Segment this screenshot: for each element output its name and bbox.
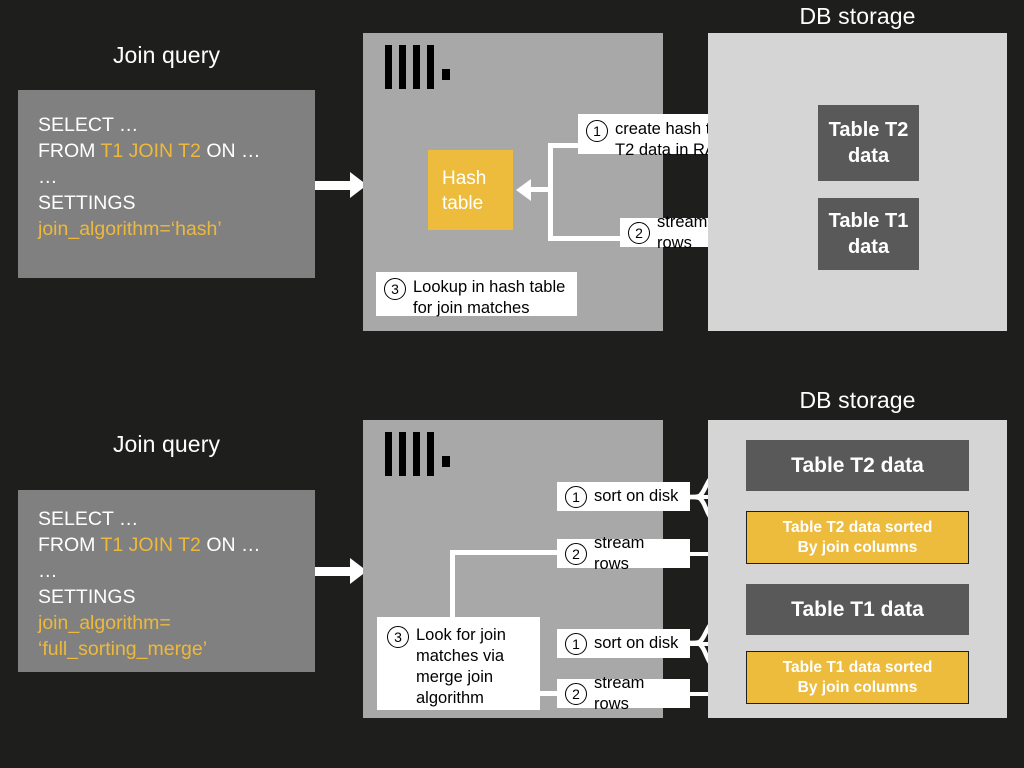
top-connector-vertical: [548, 143, 553, 241]
top-query-line-4: SETTINGS: [38, 192, 136, 214]
top-storage-chip-t1: Table T1 data: [818, 198, 919, 270]
clickhouse-logo-icon: [385, 45, 451, 89]
top-callout-3: 3 Lookup in hash table for join matches: [376, 272, 577, 317]
top-callout-2-text: stream rows: [657, 212, 708, 252]
top-storage-chip-t2: Table T2 data: [818, 105, 919, 181]
bottom-callout-stream-t1-number: 2: [565, 682, 587, 705]
bottom-callout-stream-t1-text: stream rows: [594, 673, 645, 713]
bottom-storage-chip-t2-label: Table T2 data: [791, 453, 924, 477]
top-query-line-2: FROM T1 JOIN T2 ON …: [38, 138, 295, 164]
bottom-callout-sort-t1-number: 1: [565, 632, 587, 655]
bottom-callout-stream-t2-text: stream rows: [594, 533, 645, 573]
top-query-tables: T1 JOIN T2: [100, 140, 201, 162]
bottom-storage-chip-t1-label: Table T1 data: [791, 597, 924, 621]
top-storage-chip-t2-label: Table T2 data: [828, 119, 909, 167]
bottom-storage-chip-t2-sorted-line2: By join columns: [797, 538, 918, 556]
bottom-query-on-kw: ON …: [200, 534, 261, 556]
top-query-box: SELECT … FROM T1 JOIN T2 ON … … SETTINGS…: [18, 90, 315, 278]
top-connector-branch-2: [548, 236, 620, 241]
bottom-callout-merge-join: 3 Look for join matches via merge join a…: [377, 617, 540, 710]
bottom-callout-merge-join-number: 3: [387, 626, 409, 648]
top-db-storage-title: DB storage: [799, 3, 916, 29]
bottom-callout-sort-t2: 1 sort on disk: [557, 482, 690, 511]
hash-table-block: Hash table: [428, 150, 513, 230]
bottom-query-line-1: SELECT …: [38, 508, 139, 530]
bottom-query-line-6: ‘full_sorting_merge’: [38, 638, 208, 660]
top-connector-branch-1: [548, 143, 578, 148]
clickhouse-logo-icon: [385, 432, 451, 476]
top-query-from-kw: FROM: [38, 140, 101, 162]
bottom-callout-merge-join-text: Look for join matches via merge join alg…: [416, 626, 506, 707]
bottom-query-to-server-arrow: [315, 558, 367, 584]
top-query-on-kw: ON …: [200, 140, 261, 162]
top-callout-3-text: Lookup in hash table for join matches: [413, 278, 566, 317]
bottom-query-line-4: SETTINGS: [38, 586, 136, 608]
arrow-left-icon: [516, 178, 531, 201]
bottom-storage-chip-t2: Table T2 data: [746, 440, 969, 491]
bottom-storage-chip-t1-sorted-line1: Table T1 data sorted: [782, 658, 933, 676]
bottom-callout-stream-t2-number: 2: [565, 542, 587, 565]
top-callout-1-number: 1: [586, 120, 608, 142]
bottom-query-box: SELECT … FROM T1 JOIN T2 ON … … SETTINGS…: [18, 490, 315, 672]
bottom-connector-h-upper: [450, 550, 560, 555]
top-connector-to-hash: [531, 187, 553, 192]
bottom-callout-sort-t1-text: sort on disk: [594, 634, 679, 652]
bottom-query-line-2: FROM T1 JOIN T2 ON …: [38, 532, 295, 558]
top-query-to-server-arrow: [315, 172, 367, 198]
bottom-callout-stream-t2: 2 stream rows: [557, 534, 690, 573]
bottom-callout-stream-t1: 2 stream rows: [557, 674, 690, 713]
bottom-storage-chip-t2-sorted-line1: Table T2 data sorted: [782, 518, 933, 536]
bottom-query-from-kw: FROM: [38, 534, 101, 556]
top-query-line-3: …: [38, 166, 58, 188]
bottom-storage-chip-t1-sorted: Table T1 data sorted By join columns: [746, 651, 969, 704]
bottom-storage-chip-t1: Table T1 data: [746, 584, 969, 635]
bottom-db-storage-title: DB storage: [799, 387, 916, 413]
bottom-query-line-5: join_algorithm=: [38, 612, 171, 634]
bottom-join-query-title: Join query: [112, 431, 221, 457]
bottom-connector-vertical-upper: [450, 550, 455, 642]
top-join-query-title: Join query: [112, 42, 221, 68]
top-callout-3-number: 3: [384, 278, 406, 300]
hash-table-label-2: table: [442, 193, 484, 214]
bottom-connector-h-lower: [540, 691, 565, 696]
bottom-query-line-3: …: [38, 560, 58, 582]
top-callout-2-number: 2: [628, 221, 650, 244]
top-storage-panel: [708, 33, 1007, 331]
hash-table-label-1: Hash: [442, 168, 487, 189]
bottom-callout-sort-t1: 1 sort on disk: [557, 629, 690, 658]
bottom-callout-sort-t2-number: 1: [565, 485, 587, 508]
top-storage-chip-t1-label: Table T1 data: [828, 210, 909, 258]
bottom-callout-sort-t2-text: sort on disk: [594, 487, 679, 505]
bottom-query-tables: T1 JOIN T2: [100, 534, 201, 556]
top-query-line-5: join_algorithm=‘hash’: [38, 218, 222, 240]
top-query-line-1: SELECT …: [38, 114, 139, 136]
bottom-storage-chip-t1-sorted-line2: By join columns: [797, 678, 918, 696]
bottom-storage-chip-t2-sorted: Table T2 data sorted By join columns: [746, 511, 969, 564]
